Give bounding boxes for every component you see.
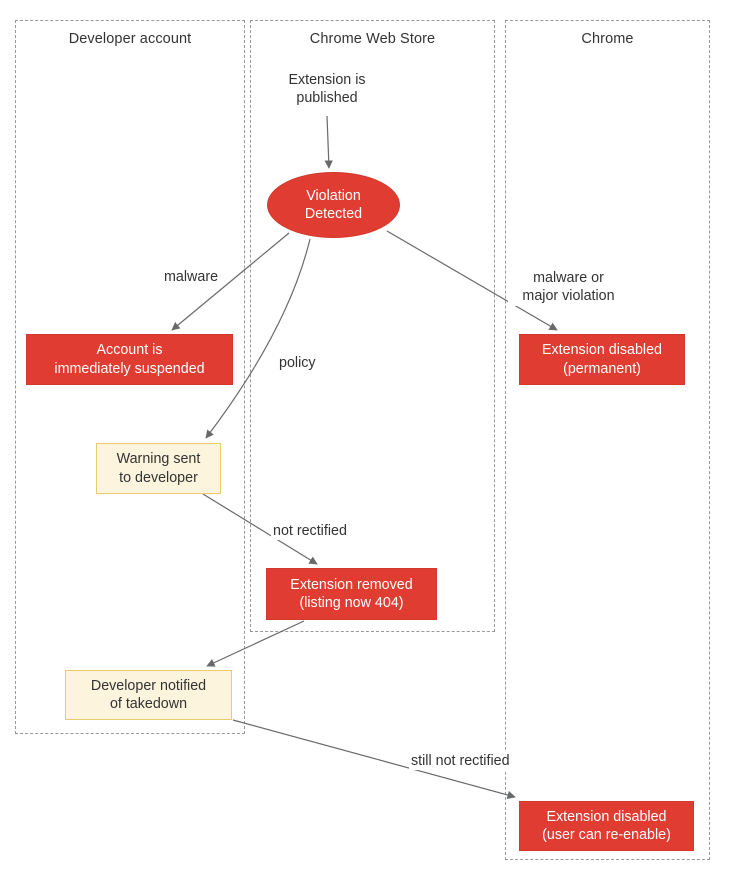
node-violation-detected-line-2: Detected — [304, 206, 363, 222]
node-account-suspended-line-1: Account is — [96, 342, 163, 359]
node-extension-disabled-permanent-line-2: (permanent) — [563, 360, 641, 377]
node-extension-disabled-permanent-line-1: Extension disabled — [541, 342, 663, 359]
node-developer-notified-line-2: of takedown — [109, 696, 188, 712]
node-warning-sent[interactable]: Warning sent to developer — [96, 443, 221, 494]
node-developer-notified[interactable]: Developer notified of takedown — [65, 670, 232, 720]
node-violation-detected[interactable]: Violation Detected — [267, 172, 400, 238]
swimlane-label-developer-account: Developer account — [68, 31, 192, 47]
node-extension-published-line-1: Extension is — [288, 71, 366, 88]
edge-label-malware-line-1: malware — [164, 269, 219, 285]
node-extension-removed-line-2: (listing now 404) — [299, 595, 404, 611]
node-developer-notified-line-1: Developer notified — [90, 677, 207, 694]
node-extension-disabled-reenable[interactable]: Extension disabled (user can re-enable) — [519, 801, 694, 851]
edge-label-malware-or-major-violation-line-2: major violation — [522, 288, 615, 305]
edge-label-malware: malware — [162, 268, 221, 287]
edge-label-still-not-rectified: still not rectified — [409, 752, 512, 771]
node-account-suspended-line-2: immediately suspended — [54, 360, 205, 377]
swimlane-label-chrome: Chrome — [581, 31, 634, 47]
edge-label-policy-line-1: policy — [279, 355, 316, 371]
node-extension-removed[interactable]: Extension removed (listing now 404) — [266, 568, 437, 620]
node-extension-published: Extension is published — [262, 66, 392, 112]
swimlane-label-chrome-web-store: Chrome Web Store — [309, 31, 436, 47]
node-extension-published-line-2: published — [296, 90, 358, 106]
node-extension-disabled-reenable-line-1: Extension disabled — [546, 808, 667, 825]
edge-label-not-rectified: not rectified — [271, 522, 349, 541]
node-account-suspended[interactable]: Account is immediately suspended — [26, 334, 233, 385]
node-violation-detected-line-1: Violation — [306, 187, 361, 204]
node-extension-disabled-permanent[interactable]: Extension disabled (permanent) — [519, 334, 685, 385]
node-extension-disabled-reenable-line-2: (user can re-enable) — [542, 827, 671, 843]
edge-label-not-rectified-line-1: not rectified — [273, 523, 347, 539]
edge-label-malware-or-major-violation-line-1: malware or — [533, 270, 604, 286]
node-warning-sent-line-1: Warning sent — [116, 451, 201, 468]
node-warning-sent-line-2: to developer — [119, 469, 198, 486]
node-extension-removed-line-1: Extension removed — [290, 576, 413, 593]
edge-label-policy: policy — [277, 354, 318, 373]
edge-label-malware-or-major-violation: malware or major violation — [508, 269, 629, 306]
swimlane-chrome: Chrome — [505, 20, 710, 860]
edge-label-still-not-rectified-line-1: still not rectified — [411, 753, 510, 769]
